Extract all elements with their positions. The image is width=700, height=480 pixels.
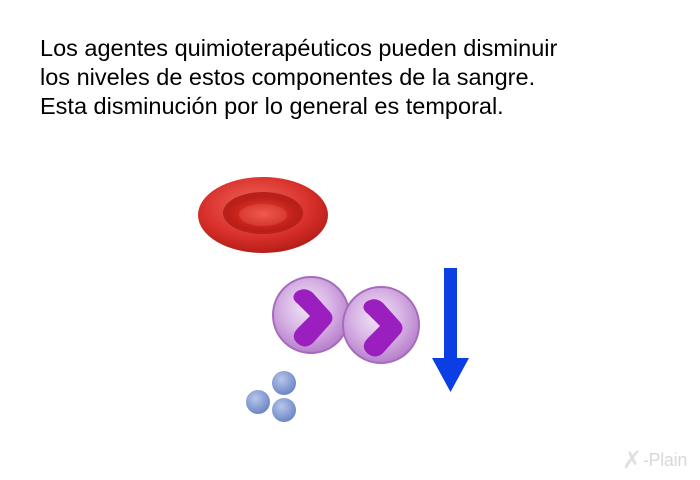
red-blood-cell-icon — [198, 177, 328, 253]
platelet-icon — [246, 371, 296, 422]
slide-text: Los agentes quimioterapéuticos pueden di… — [40, 34, 680, 121]
white-blood-cell-icon — [272, 276, 350, 354]
text-line: Los agentes quimioterapéuticos pueden di… — [40, 35, 558, 61]
text-line: los niveles de estos componentes de la s… — [40, 64, 536, 90]
x-plain-logo-text: -Plain — [642, 449, 688, 470]
down-arrow-icon — [432, 268, 469, 392]
text-line: Esta disminución por lo general es tempo… — [40, 93, 504, 119]
x-plain-logo: ✗ -Plain — [622, 446, 688, 474]
x-plain-logo-mark: ✗ — [622, 446, 642, 474]
white-blood-cell-icon — [342, 286, 420, 364]
